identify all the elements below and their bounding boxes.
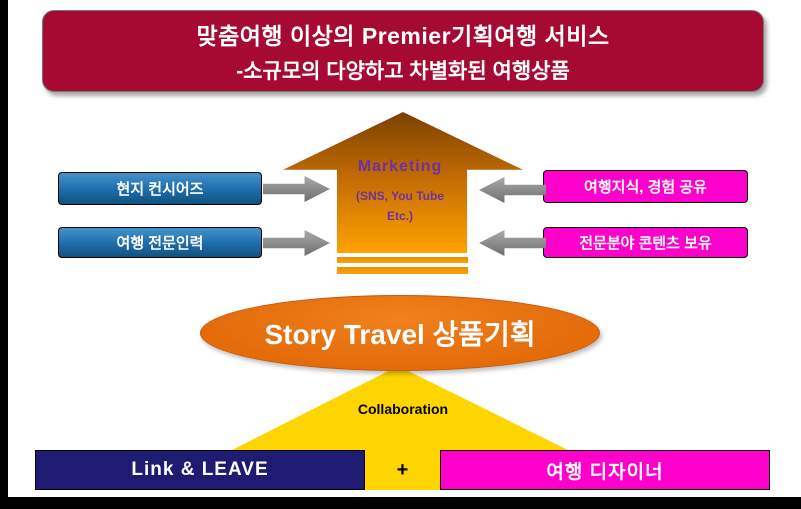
travel-knowledge-label: 여행지식, 경험 공유	[584, 179, 707, 196]
arrow-stripe-1	[337, 257, 468, 263]
marketing-label-group: Marketing (SNS, You Tube Etc.)	[320, 158, 480, 226]
travel-designer-label: 여행 디자이너	[546, 461, 664, 483]
travel-knowledge-box: 여행지식, 경험 공유	[543, 170, 748, 203]
marketing-title: Marketing	[357, 158, 443, 175]
title-line-2: -소규모의 다양하고 차별화된 여행상품	[236, 60, 570, 83]
frame-bottom-strip	[0, 497, 801, 509]
specialty-content-box: 전문분야 콘텐츠 보유	[543, 227, 748, 258]
marketing-subtitle-line-1: (SNS, You Tube	[355, 189, 444, 203]
travel-expert-label: 여행 전문인력	[116, 235, 204, 252]
arrow-left-icon	[479, 177, 546, 203]
arrow-right-icon	[263, 230, 330, 256]
story-travel-label: Story Travel 상품기획	[264, 319, 536, 350]
title-banner: 맞춤여행 이상의 Premier기획여행 서비스 -소규모의 다양하고 차별화된…	[42, 10, 764, 92]
collaboration-label: Collaboration	[357, 401, 449, 417]
travel-expert-box: 여행 전문인력	[58, 227, 262, 258]
plus-sign: +	[396, 458, 409, 481]
frame-left-strip	[0, 0, 8, 509]
plus-connector: +	[365, 450, 440, 490]
travel-designer-box: 여행 디자이너	[440, 450, 770, 490]
story-travel-ellipse: Story Travel 상품기획	[200, 295, 600, 371]
title-line-1: 맞춤여행 이상의 Premier기획여행 서비스	[196, 23, 610, 49]
specialty-content-label: 전문분야 콘텐츠 보유	[579, 235, 712, 252]
local-concierge-box: 현지 컨시어즈	[58, 172, 262, 205]
marketing-subtitle-line-2: Etc.)	[386, 209, 413, 223]
arrow-left-icon	[479, 230, 546, 256]
link-leave-label: Link & LEAVE	[131, 459, 269, 480]
local-concierge-label: 현지 컨시어즈	[116, 181, 204, 198]
arrow-stripe-2	[337, 267, 468, 274]
link-leave-box: Link & LEAVE	[35, 450, 365, 490]
